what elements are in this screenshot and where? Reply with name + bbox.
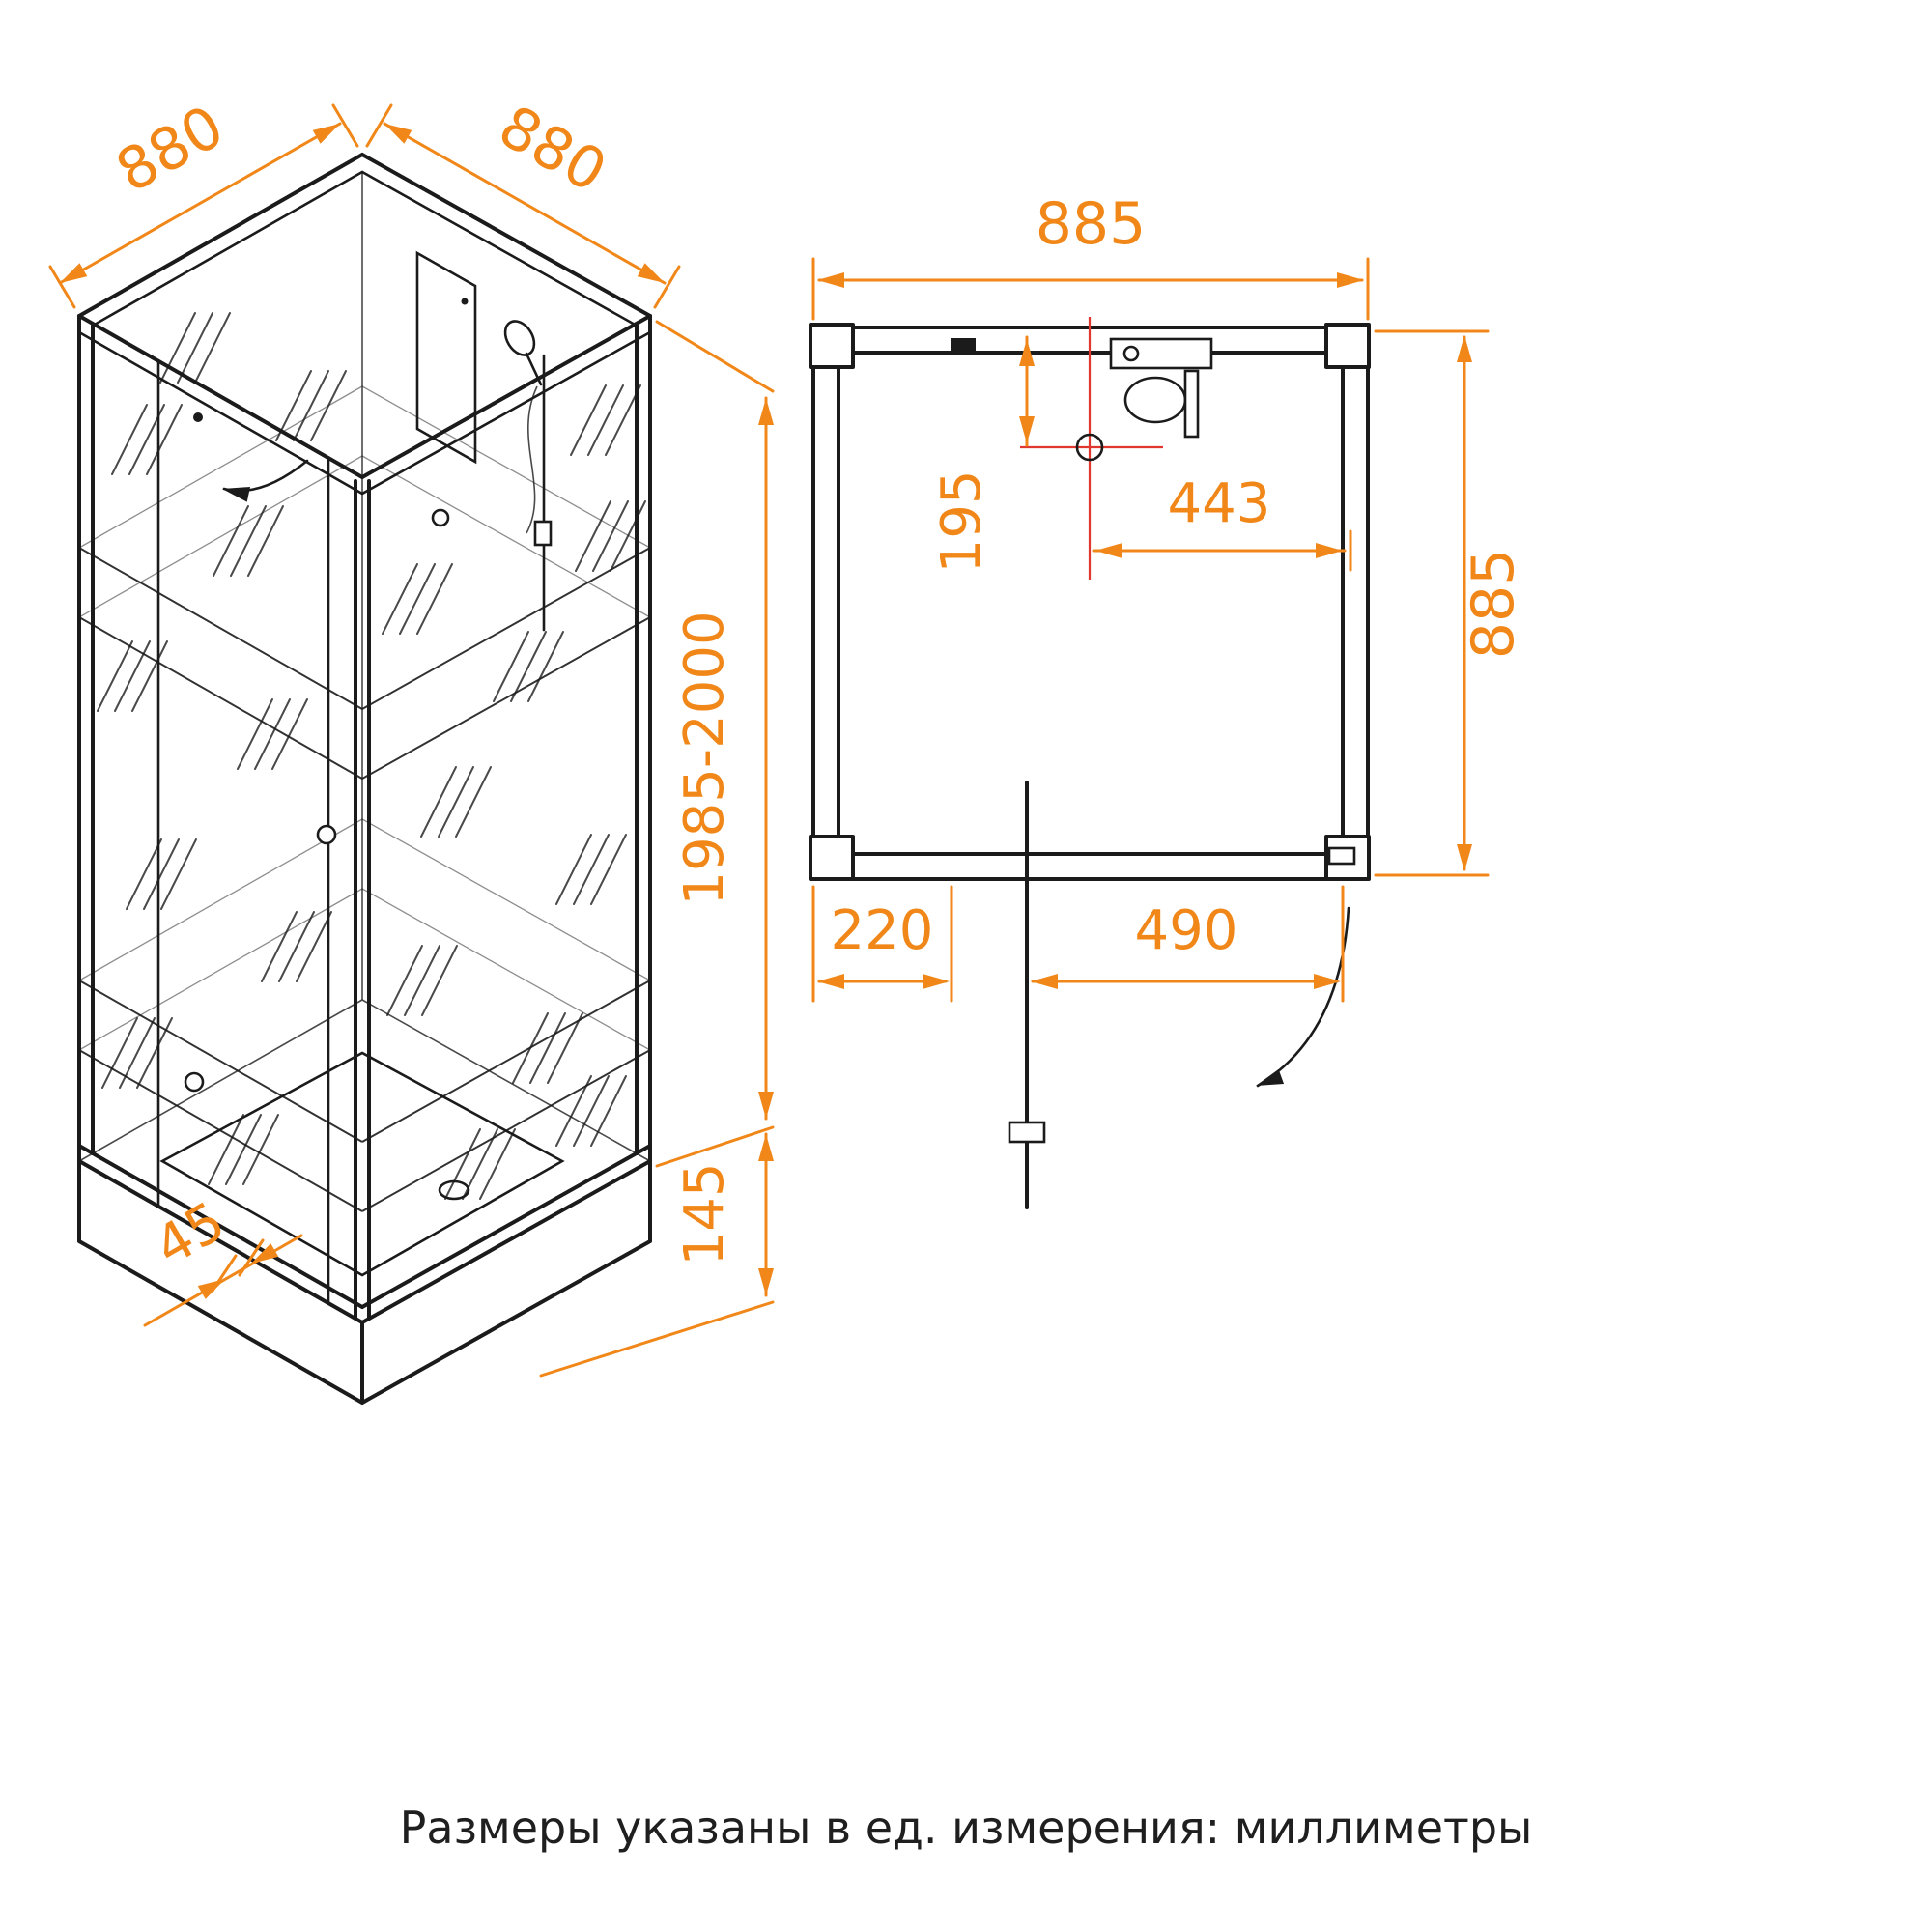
shower-head-plan xyxy=(1123,376,1187,424)
interior-fittings xyxy=(415,250,553,632)
door-swing-arc-plan xyxy=(1256,906,1350,1088)
dim-ext-lines xyxy=(539,320,775,1378)
use-shape xyxy=(1337,272,1364,288)
use-shape xyxy=(1457,844,1472,871)
mixer-center-circle xyxy=(1075,433,1104,462)
mirror-dot xyxy=(461,298,469,305)
use-shape xyxy=(1031,974,1058,989)
dim-lines xyxy=(365,103,681,309)
corner-post-bottom-left xyxy=(809,835,855,881)
mirror xyxy=(415,250,477,465)
use-shape xyxy=(381,117,412,144)
door-swing-arrowhead-plan xyxy=(1253,1068,1285,1094)
open-door-handle xyxy=(1008,1121,1046,1144)
use-shape xyxy=(923,974,950,989)
units-caption: Размеры указаны в ед. измерения: миллиме… xyxy=(400,1802,1533,1854)
plan-fittings xyxy=(951,337,1356,866)
dim-lines xyxy=(1374,329,1490,877)
dim-label-width-left: 880 xyxy=(105,93,235,206)
door-catch-block xyxy=(1327,846,1356,866)
door-swing-arc xyxy=(222,459,309,493)
plan-centerlines xyxy=(1020,317,1163,580)
top-frame-outer xyxy=(77,153,652,479)
dim-label-mixer-x: 443 xyxy=(1168,472,1271,535)
dim-label-side-panel: 220 xyxy=(831,899,934,962)
mixer-knob xyxy=(1122,345,1140,362)
dim-label-width-right: 880 xyxy=(488,93,617,206)
use-shape xyxy=(197,1272,229,1299)
dim-plan-mixer-y: 195 xyxy=(930,335,1035,574)
dim-lines xyxy=(811,257,1370,321)
dim-plan-side-panel: 220 xyxy=(811,885,953,1003)
hand-shower-head xyxy=(503,320,536,356)
glass-bands xyxy=(78,385,651,1212)
top-frame-inner xyxy=(77,170,652,496)
rail-slider xyxy=(533,520,553,547)
glass-hatching xyxy=(97,312,646,1200)
dim-plan-depth-right: 885 xyxy=(1374,329,1527,877)
door-hinge-dot xyxy=(193,412,203,422)
back-bands xyxy=(78,385,651,1051)
dim-label-mixer-y: 195 xyxy=(930,470,993,574)
corner-post-top-left xyxy=(809,323,855,369)
iso-view: 880 880 1985-2000 145 xyxy=(48,93,775,1405)
hand-shower-handle xyxy=(525,352,543,386)
tray-inner-rim xyxy=(159,1051,565,1277)
wall-knob xyxy=(431,508,450,527)
dim-plan-width-top: 885 xyxy=(811,190,1370,321)
dim-label-door-width: 490 xyxy=(1135,899,1238,962)
dim-label-depth-right: 885 xyxy=(1460,549,1527,660)
dim-lines xyxy=(1031,885,1345,1003)
shower-bar-plan xyxy=(1183,369,1200,439)
use-shape xyxy=(1457,335,1472,362)
hinged-door xyxy=(156,359,337,1305)
door-swing-arrowhead xyxy=(220,481,251,502)
dim-label-height-range: 1985-2000 xyxy=(673,611,736,905)
door-handle xyxy=(316,824,337,845)
use-shape xyxy=(312,117,344,144)
shower-tray xyxy=(77,1051,652,1405)
corner-post-top-right xyxy=(1324,323,1371,369)
plan-door-open xyxy=(1008,781,1350,1209)
use-shape xyxy=(637,263,668,290)
use-shape xyxy=(220,481,251,502)
left-post xyxy=(77,314,95,1163)
dim-plan-mixer-x: 443 xyxy=(1092,472,1352,572)
shower-hose xyxy=(526,385,538,534)
front-bands xyxy=(78,547,651,1212)
dim-lines xyxy=(1092,529,1352,572)
cabin-frame xyxy=(77,153,652,1324)
use-shape xyxy=(817,974,844,989)
use-shape xyxy=(758,398,774,425)
plan-view: 885 885 443 195 xyxy=(809,190,1527,1209)
use-shape xyxy=(758,1134,774,1161)
door-edges xyxy=(156,359,330,1305)
dim-lines xyxy=(48,103,359,309)
right-post xyxy=(635,314,652,1163)
dim-label-tray-height: 145 xyxy=(673,1163,736,1266)
use-shape xyxy=(1253,1068,1285,1094)
dim-plan-door-width: 490 xyxy=(1031,885,1345,1003)
bottom-rails xyxy=(77,1144,652,1324)
tray-outline xyxy=(77,1159,652,1405)
front-post xyxy=(354,479,371,1321)
dim-label-width-top: 885 xyxy=(1036,190,1147,258)
use-shape xyxy=(758,1268,774,1295)
bottom-rails-hidden xyxy=(78,999,651,1162)
door-lower-knob xyxy=(184,1071,205,1093)
door-hinge-block xyxy=(951,338,976,352)
use-shape xyxy=(758,1092,774,1119)
use-shape xyxy=(817,272,844,288)
dim-iso-height: 1985-2000 145 xyxy=(539,320,775,1378)
